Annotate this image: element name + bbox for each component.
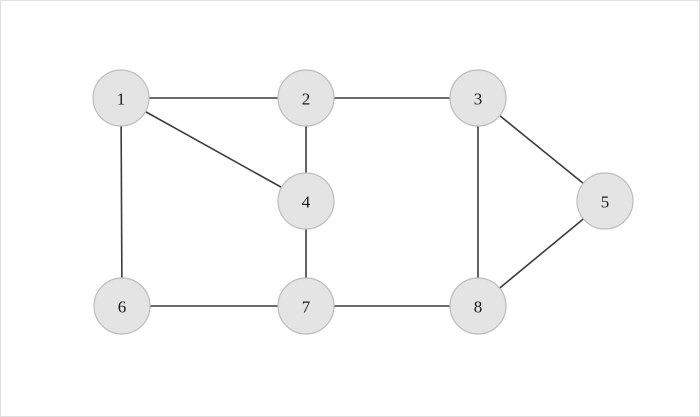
graph-node-circle-5[interactable] <box>576 172 634 230</box>
graph-node-4[interactable]: 4 <box>277 172 335 230</box>
graph-node-circle-2[interactable] <box>277 69 335 127</box>
graph-node-2[interactable]: 2 <box>277 69 335 127</box>
graph-node-3[interactable]: 3 <box>449 69 507 127</box>
graph-node-label-3: 3 <box>474 90 483 109</box>
graph-edge-1-6 <box>120 124 123 280</box>
graph-node-circle-3[interactable] <box>449 69 507 127</box>
graph-node-5[interactable]: 5 <box>576 172 634 230</box>
graph-node-label-8: 8 <box>474 298 483 317</box>
graph-node-6[interactable]: 6 <box>93 277 151 335</box>
graph-node-circle-4[interactable] <box>277 172 335 230</box>
edge-layer <box>120 97 585 307</box>
graph-edge-3-5 <box>498 114 585 185</box>
graph-node-circle-7[interactable] <box>277 277 335 335</box>
graph-node-label-2: 2 <box>302 90 311 109</box>
graph-node-label-4: 4 <box>302 193 311 212</box>
graph-edge-1-4 <box>144 110 283 189</box>
graph-node-8[interactable]: 8 <box>449 277 507 335</box>
node-layer: 1 2 3 4 5 6 7 8 <box>92 69 634 335</box>
graph-node-label-5: 5 <box>601 193 610 212</box>
graph-node-circle-6[interactable] <box>93 277 151 335</box>
graph-node-circle-1[interactable] <box>92 69 150 127</box>
graph-node-label-1: 1 <box>117 90 126 109</box>
graph-node-7[interactable]: 7 <box>277 277 335 335</box>
graph-node-circle-8[interactable] <box>449 277 507 335</box>
graph-edge-5-8 <box>498 217 585 290</box>
graph-node-1[interactable]: 1 <box>92 69 150 127</box>
graph-node-label-7: 7 <box>302 298 311 317</box>
graph-node-label-6: 6 <box>118 298 127 317</box>
